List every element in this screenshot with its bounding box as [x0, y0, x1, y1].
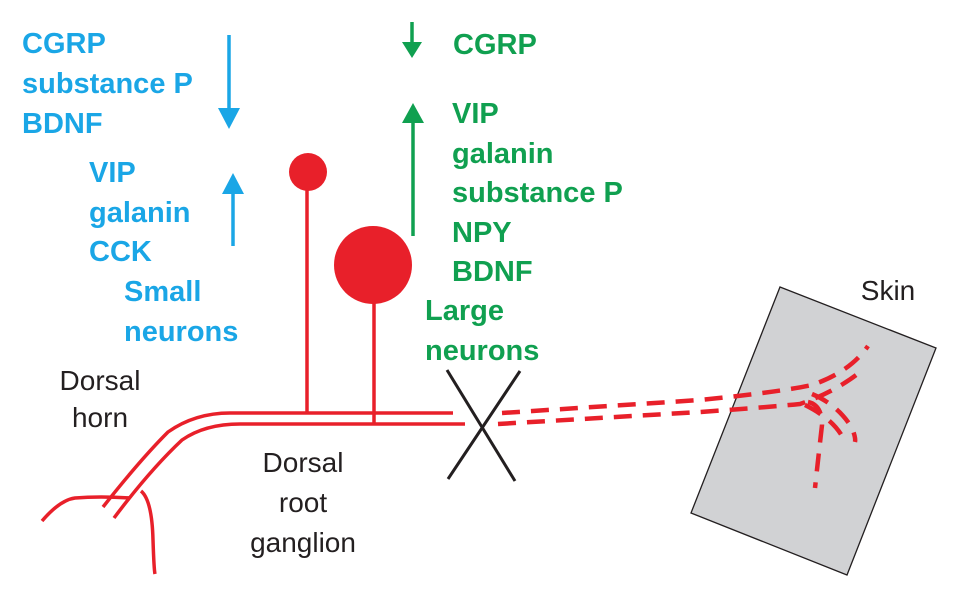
large-decreased-item: CGRP	[453, 29, 537, 61]
large-neuron-soma	[334, 226, 412, 304]
small-decreased-item: BDNF	[22, 108, 103, 140]
dorsal-horn-label: horn	[72, 402, 128, 433]
arrow-down-icon	[402, 22, 422, 58]
arrow-up-icon	[222, 173, 244, 246]
drg-label: root	[279, 487, 327, 518]
arrow-down-icon	[218, 35, 240, 129]
axon-upper	[101, 411, 453, 509]
small-decreased-item: substance P	[22, 68, 193, 100]
large-neurons-title: neurons	[425, 335, 539, 367]
severed-peripheral-axons	[497, 344, 870, 489]
skin-block	[690, 286, 937, 576]
large-increased-item: NPY	[452, 217, 512, 249]
small-neuron-decreased-list: CGRP substance P BDNF	[22, 28, 193, 140]
dashed-axon-upper	[501, 344, 870, 416]
drg-label: ganglion	[250, 527, 356, 558]
central-axons	[40, 188, 465, 575]
large-neuron-increased-list: VIP galanin substance P NPY BDNF	[452, 98, 623, 288]
large-increased-item: substance P	[452, 177, 623, 209]
arrow-up-icon	[402, 103, 424, 236]
small-increased-item: VIP	[89, 157, 136, 189]
dashed-branch-right	[811, 391, 858, 443]
cut-x-icon	[445, 369, 522, 482]
small-decreased-item: CGRP	[22, 28, 106, 60]
dashed-branch-small	[803, 402, 847, 442]
dorsal-horn-branch-left	[40, 495, 131, 523]
large-increased-item: VIP	[452, 98, 499, 130]
axon-lower	[112, 422, 465, 520]
skin-label: Skin	[861, 275, 915, 306]
large-increased-item: galanin	[452, 138, 554, 170]
dorsal-horn-label: Dorsal	[60, 365, 141, 396]
large-increased-item: BDNF	[452, 256, 533, 288]
small-increased-item: CCK	[89, 236, 152, 268]
small-neuron-soma	[289, 153, 327, 191]
small-increased-item: galanin	[89, 197, 191, 229]
dashed-axon-lower	[497, 370, 862, 427]
dashed-branch-down	[807, 399, 825, 489]
small-neurons-title: neurons	[124, 316, 238, 348]
small-neuron-increased-list: VIP galanin CCK	[89, 157, 191, 268]
drg-label: Dorsal	[263, 447, 344, 478]
dorsal-horn-branch-down	[139, 489, 157, 575]
small-neurons-title: Small	[124, 276, 201, 308]
large-neurons-title: Large	[425, 295, 504, 327]
